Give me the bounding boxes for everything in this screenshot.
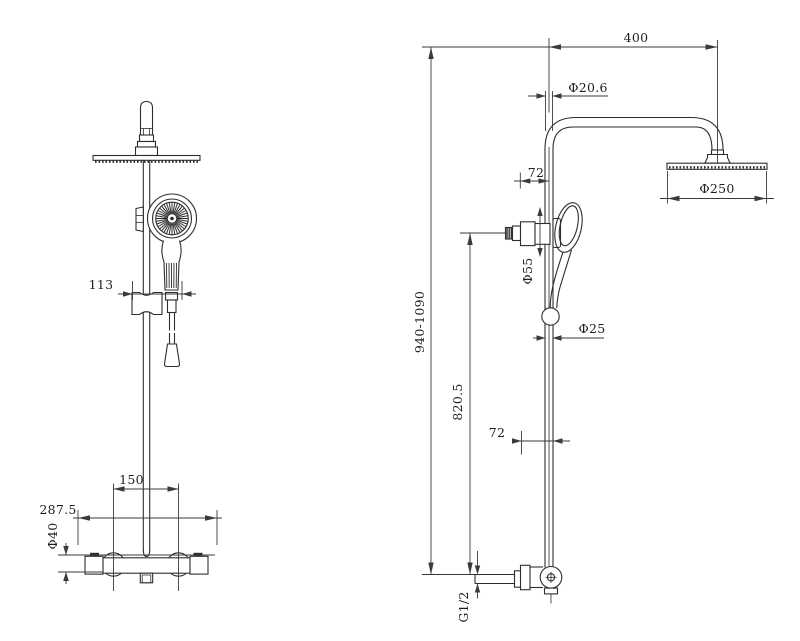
front-hand-shower xyxy=(146,193,198,291)
dim-label-g12: G1/2 xyxy=(456,591,471,622)
hand-shower-ring xyxy=(151,198,193,239)
arrow-g12-top xyxy=(474,565,481,575)
front-view: 113 150 287.5 Φ40 xyxy=(39,100,222,591)
dim-label-72-bottom: 72 xyxy=(489,425,506,440)
dim-label-150: 150 xyxy=(119,472,144,487)
head-disc xyxy=(666,162,768,170)
arrow-113-right xyxy=(182,291,192,297)
side-holder-assembly xyxy=(504,202,583,326)
front-wall-bracket xyxy=(131,291,181,368)
clamp-body xyxy=(135,206,144,233)
pole-bottom-end xyxy=(142,549,151,558)
hose-cone-fitting xyxy=(163,343,181,368)
valve-cap-right xyxy=(189,555,209,575)
hose-connector-2 xyxy=(166,299,177,314)
side-view: 400 940-1090 Φ20.6 Φ250 xyxy=(412,30,774,623)
arrow-55-bottom xyxy=(537,248,543,257)
hand-shower-handle-profile-left xyxy=(549,251,564,309)
handle-grip-lines xyxy=(166,262,177,289)
arrow-250-left xyxy=(667,195,680,202)
arrow-400-left xyxy=(549,44,561,50)
front-overhead-shower xyxy=(92,100,201,163)
hand-shower-handle-profile-right xyxy=(556,249,573,309)
dim-label-287-5: 287.5 xyxy=(39,502,76,517)
post-nut xyxy=(134,146,159,157)
holder-body xyxy=(534,222,551,245)
arrow-150-left xyxy=(113,486,125,492)
arrow-25-left xyxy=(536,335,546,341)
dim-label-250: Φ250 xyxy=(699,181,734,196)
arrow-250-right xyxy=(754,195,767,202)
arm-outer-contour xyxy=(544,116,724,568)
dim-label-55: Φ55 xyxy=(520,257,535,284)
dim-label-72-top: 72 xyxy=(528,165,545,180)
side-overhead-shower xyxy=(666,149,768,170)
arrow-height-top xyxy=(428,47,434,59)
dim-label-40: Φ40 xyxy=(45,522,60,549)
side-riser-and-arm xyxy=(544,116,724,568)
dim-label-height-range: 940-1090 xyxy=(412,291,427,353)
valve-outlet-inner xyxy=(141,574,152,584)
dim-label-20-6: Φ20.6 xyxy=(568,80,608,95)
valve-cap-left xyxy=(84,555,104,575)
dim-label-400: 400 xyxy=(624,30,649,45)
front-dimensions: 113 150 287.5 Φ40 xyxy=(39,277,222,591)
hand-shower-profile-inner xyxy=(558,205,579,247)
arrow-72top-left xyxy=(520,178,531,184)
arrow-287-left xyxy=(78,515,90,521)
arrow-113-left xyxy=(123,291,133,297)
slide-ring xyxy=(541,307,560,326)
post-joint-2 xyxy=(136,140,157,148)
top-post xyxy=(139,100,154,135)
elbow-outlet xyxy=(543,587,559,595)
arrow-820-top xyxy=(467,233,473,245)
post-joint-1 xyxy=(138,134,155,143)
arrow-72bottom-right xyxy=(553,438,563,444)
arrow-150-right xyxy=(167,486,179,492)
knob-ribs xyxy=(506,227,513,239)
dim-label-113: 113 xyxy=(89,277,114,292)
arrow-72bottom-left xyxy=(512,438,522,444)
arrow-25-right xyxy=(552,335,562,341)
hub-ring xyxy=(166,213,178,224)
arrow-20-right xyxy=(552,93,562,99)
holder-stem xyxy=(511,225,522,242)
arrow-g12-bottom xyxy=(474,583,481,593)
dim-label-25: Φ25 xyxy=(578,321,605,336)
arrow-72top-right xyxy=(538,178,549,184)
dim-label-820-5: 820.5 xyxy=(450,383,465,420)
hub-dot xyxy=(170,216,174,221)
side-dimensions: 400 940-1090 Φ20.6 Φ250 xyxy=(412,30,774,623)
arrow-820-bottom xyxy=(467,562,473,575)
arrow-400-right xyxy=(705,44,718,50)
arrow-40-top xyxy=(63,546,69,555)
side-wall-elbow xyxy=(474,564,563,604)
arrow-20-left xyxy=(536,93,546,99)
holder-flange xyxy=(519,221,536,247)
arrow-55-top xyxy=(537,207,543,216)
arrow-40-bottom xyxy=(63,572,69,581)
head-disc-edge xyxy=(92,154,201,161)
arrow-287-right xyxy=(205,515,217,521)
arm-inner-contour xyxy=(552,126,713,567)
valve-body xyxy=(102,557,191,574)
bracket-body xyxy=(131,291,163,316)
front-slider-clamp xyxy=(135,206,144,233)
arrow-height-bottom xyxy=(428,562,434,575)
hand-shower-face xyxy=(155,201,189,236)
elbow-flange xyxy=(519,564,531,591)
front-mixer-valve xyxy=(84,552,209,584)
